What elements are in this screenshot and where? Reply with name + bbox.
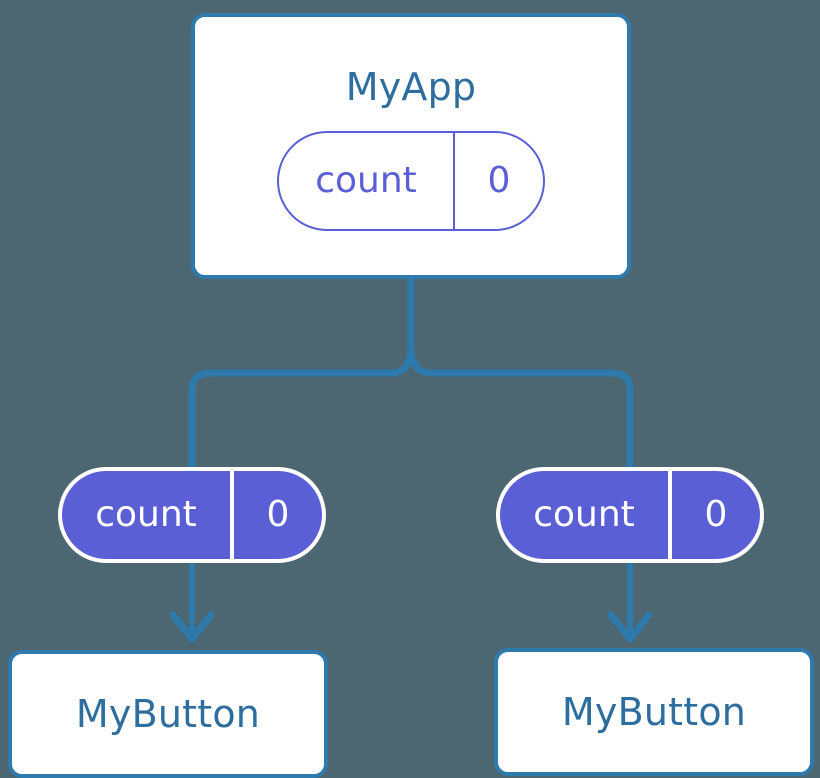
state-pill-root-key: count <box>279 133 455 229</box>
component-label-myapp: MyApp <box>345 65 477 109</box>
state-pill-right-key: count <box>500 471 672 559</box>
arrow-right-head <box>607 611 653 643</box>
component-label-mybutton-left: MyButton <box>75 692 261 736</box>
state-pill-root: count 0 <box>277 131 545 231</box>
state-pill-left-value: 0 <box>266 494 290 535</box>
state-pill-right-value: 0 <box>704 494 728 535</box>
component-node-mybutton-left: MyButton <box>8 650 328 778</box>
component-label-mybutton-right: MyButton <box>561 690 747 734</box>
state-pill-root-value: 0 <box>487 160 511 201</box>
state-pill-left-key: count <box>62 471 234 559</box>
arrow-left-head <box>169 611 215 643</box>
component-node-mybutton-right: MyButton <box>494 648 814 776</box>
connector-branch-right <box>407 349 634 470</box>
state-pill-left: count 0 <box>58 467 326 563</box>
connector-branch-left <box>188 349 415 470</box>
state-pill-right: count 0 <box>496 467 764 563</box>
